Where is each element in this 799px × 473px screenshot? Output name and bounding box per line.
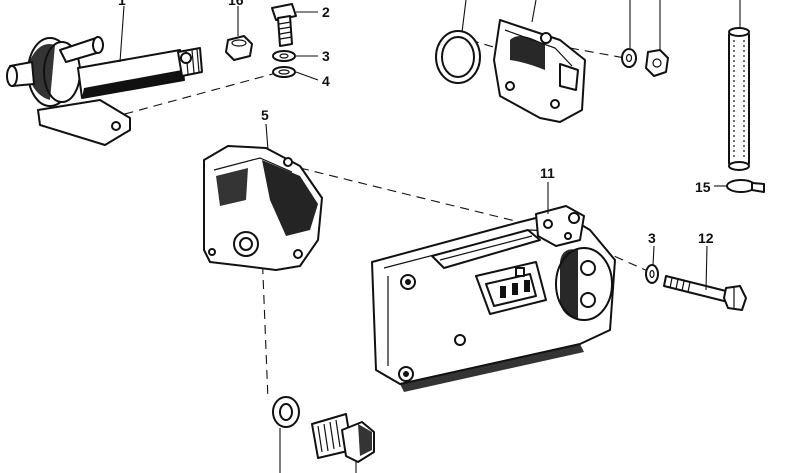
label-part-5: 5 [261, 107, 269, 123]
label-part-11: 11 [540, 165, 555, 181]
label-part-3-right: 3 [648, 230, 656, 246]
part-3-washer-top [272, 50, 296, 62]
part-2-bolt [271, 3, 297, 47]
part-5-bracket-plate [203, 145, 323, 271]
leader-lines [119, 0, 741, 473]
vacuum-hose [728, 27, 750, 171]
lower-washer [272, 396, 300, 428]
washer-cover [621, 48, 637, 68]
label-part-15: 15 [695, 179, 711, 195]
part-11-actuator-housing [371, 205, 616, 392]
part-labels: 1 16 2 3 4 5 11 3 12 15 [118, 0, 714, 246]
nut-cover [645, 49, 669, 77]
part-1-vacuum-unit [6, 36, 203, 146]
lower-bolt [311, 413, 375, 463]
label-part-12: 12 [698, 230, 714, 246]
label-part-3-top: 3 [322, 48, 330, 64]
part-3-washer-right [645, 264, 659, 284]
label-part-4: 4 [322, 73, 330, 89]
part-16-nut [225, 35, 253, 61]
label-part-1: 1 [118, 0, 126, 8]
label-part-2: 2 [322, 4, 330, 20]
label-part-16: 16 [228, 0, 244, 8]
o-ring-seal [435, 30, 481, 84]
part-4-lock-washer [272, 66, 296, 78]
part-12-long-bolt [663, 275, 747, 311]
part-15-hose-clamp [726, 179, 765, 193]
housing-cover [493, 19, 586, 123]
